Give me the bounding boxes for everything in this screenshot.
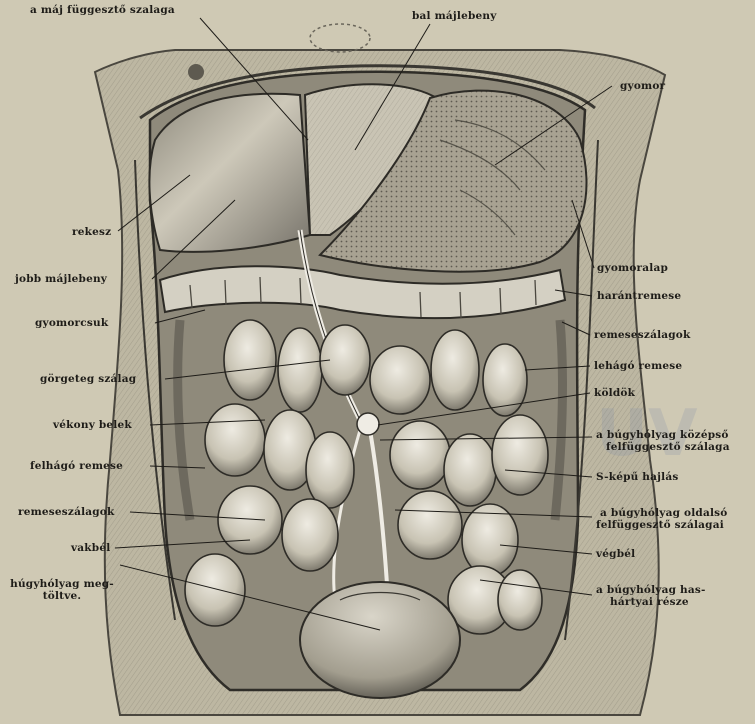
label-gorgeteg-szalag: görgeteg szálag [40,373,136,385]
label-bugyholyag-megtoltve: húgyhólyag meg- töltve. [2,578,122,602]
label-bugyholyag-oldalso-line2: felfüggesztő szálagai [596,519,727,531]
label-bugyholyag-oldalso-line1: a búgyhólyag oldalsó [596,507,727,519]
label-vakbel: vakbél [71,542,110,554]
label-vegbel: végbél [596,548,635,560]
label-harantremese: harántremese [597,290,681,302]
label-remeseszalagok-right: remeseszálagok [594,329,691,341]
label-bugyholyag-hashartyai-line1: a búgyhólyag has- [596,584,706,596]
label-bugyholyag-kozepso: a búgyhólyag középső felfüggesztő szálag… [596,429,730,453]
label-gyomorcsuk: gyomorcsuk [35,317,108,329]
label-jobb-majlebeny: jobb májlebeny [15,273,107,285]
label-bugyholyag-hashartyai-line2: hártyai része [596,596,706,608]
label-gyomoralap: gyomoralap [597,262,668,274]
label-s-kepu-hajlas: S-képű hajlás [596,471,678,483]
label-bugyholyag-kozepso-line1: a búgyhólyag középső [596,429,730,441]
label-bugyholyag-kozepso-line2: felfüggesztő szálaga [596,441,730,453]
label-bugyholyag-megtoltve-line2: töltve. [2,590,122,602]
label-lehago-remese: lehágó remese [594,360,682,372]
label-remeseszalagok-left: remeseszálagok [18,506,115,518]
label-bugyholyag-hashartyai: a búgyhólyag has- hártyai része [596,584,706,608]
label-maj-fuggeszto-szalaga: a máj függesztő szalaga [30,4,175,16]
label-felhago-remese: felhágó remese [30,460,123,472]
label-rekesz: rekesz [72,226,111,238]
label-bal-majlebeny: bal májlebeny [412,10,497,22]
label-bugyholyag-oldalso: a búgyhólyag oldalsó felfüggesztő szálag… [596,507,727,531]
label-bugyholyag-megtoltve-line1: húgyhólyag meg- [2,578,122,590]
label-gyomor: gyomor [620,80,665,92]
label-vekony-belek: vékony belek [53,419,132,431]
label-koldok: köldök [594,387,635,399]
bladder [300,582,460,698]
